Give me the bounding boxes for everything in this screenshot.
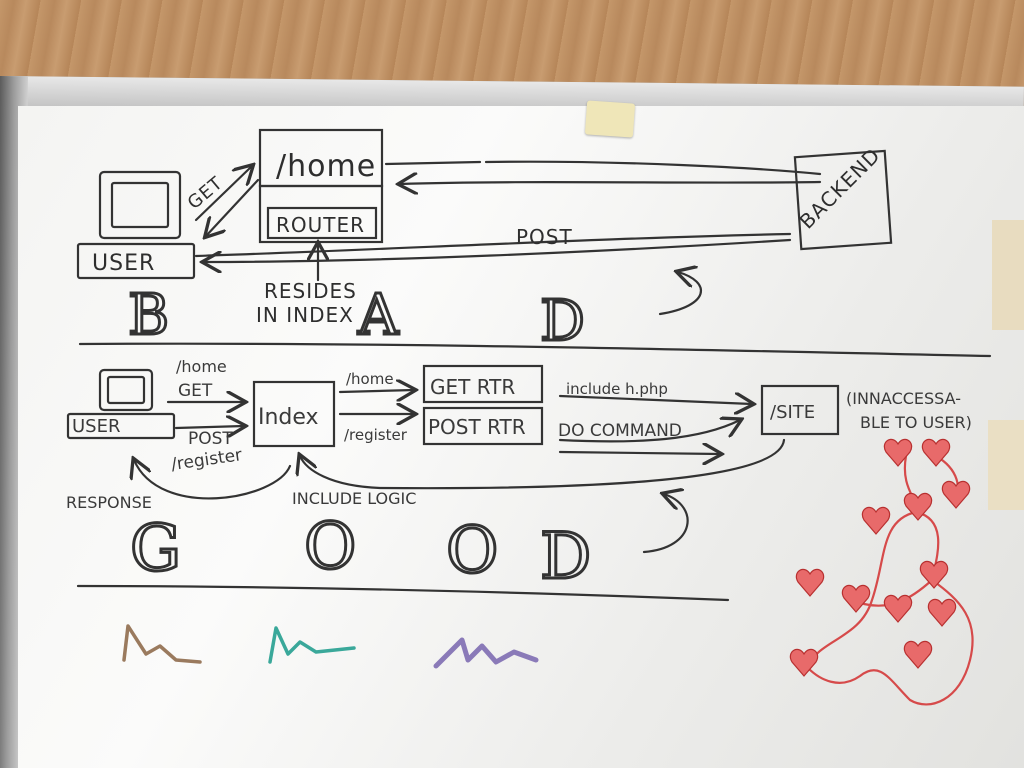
top-curved-arrow xyxy=(658,272,703,316)
post-arrow xyxy=(204,238,792,262)
heart-icon xyxy=(919,560,949,589)
register-route-label: /register xyxy=(344,426,408,444)
do-command-label: DO COMMAND xyxy=(558,421,682,441)
do-command-underline xyxy=(558,452,720,454)
heart-icon xyxy=(903,640,933,669)
get-rtr-label: GET RTR xyxy=(430,375,515,399)
tape-piece-right-lower xyxy=(988,420,1024,510)
register-label-bottom: /register xyxy=(170,445,243,475)
user-label: USER xyxy=(92,251,155,276)
bottom-curved-arrow xyxy=(642,494,689,554)
backend-box xyxy=(793,149,893,251)
post-label-bottom: POST xyxy=(188,429,233,449)
post-rtr-box xyxy=(422,406,544,446)
home-label-bottom: /home xyxy=(176,357,227,376)
inaccessible-note-line2: BLE TO USER) xyxy=(860,413,972,432)
top-diagram xyxy=(76,128,992,358)
heart-icon xyxy=(841,584,871,613)
backend-line-upper xyxy=(484,160,822,176)
grade-letter-o-1: O xyxy=(304,510,356,584)
home-route-arrow xyxy=(338,390,414,392)
grade-letter-a: A xyxy=(357,283,399,348)
get-label-bottom: GET xyxy=(178,381,213,401)
grade-letter-g: G xyxy=(130,512,181,586)
heart-icon xyxy=(903,492,933,521)
vine-stem xyxy=(806,454,918,670)
bottom-labels: USER /home GET POST /register Index /hom… xyxy=(66,357,972,512)
inaccessible-note-line1: (INNACCESSA- xyxy=(846,389,961,408)
include-logic-loop xyxy=(300,438,786,490)
teal-marker-scribble xyxy=(268,626,356,664)
whiteboard-surface xyxy=(18,106,1024,768)
response-label: RESPONSE xyxy=(66,493,152,512)
backend-to-home-arrow xyxy=(400,182,822,184)
include-logic-label: INCLUDE LOGIC xyxy=(292,489,416,508)
home-box-label: /home xyxy=(276,149,376,184)
bottom-diagram xyxy=(66,364,840,602)
include-label: include h.php xyxy=(566,380,668,398)
post-arrow-bottom xyxy=(174,426,244,428)
top-grade-letters: B A D xyxy=(127,282,587,356)
grade-letter-b: B xyxy=(128,283,169,348)
marker-scribbles xyxy=(122,624,539,669)
heart-icon xyxy=(883,594,913,623)
heart-icon xyxy=(795,568,825,597)
grade-letter-o-2: O xyxy=(446,514,498,588)
purple-marker-scribble xyxy=(433,637,539,669)
heart-icon xyxy=(789,648,819,677)
heart-icon xyxy=(861,506,891,535)
response-loop xyxy=(134,460,292,500)
heart-icon xyxy=(921,438,951,467)
user-computer-icon-small xyxy=(66,368,176,440)
heart-icons xyxy=(789,438,971,677)
home-to-backend-line xyxy=(384,160,482,166)
grade-letter-d: D xyxy=(540,289,585,354)
do-command-arrow xyxy=(558,420,740,443)
bottom-separator-line xyxy=(76,584,730,602)
index-box-label: Index xyxy=(258,405,319,430)
index-box xyxy=(252,380,336,448)
router-label: ROUTER xyxy=(276,213,365,237)
get-rtr-box xyxy=(422,364,544,404)
home-route-label: /home xyxy=(346,370,394,388)
top-separator-line xyxy=(78,342,992,358)
post-rtr-label: POST RTR xyxy=(428,415,526,439)
grade-letter-d-bottom: D xyxy=(540,520,591,594)
heart-icon xyxy=(927,598,957,627)
site-box xyxy=(760,384,840,436)
bottom-grade-letters: G O O D xyxy=(129,509,593,596)
user-label-bottom: USER xyxy=(72,416,120,437)
post-label: POST xyxy=(516,225,573,249)
brown-marker-scribble xyxy=(122,624,202,664)
resides-note-line2: IN INDEX xyxy=(256,303,354,327)
router-box xyxy=(266,206,378,240)
user-computer-icon xyxy=(76,170,196,280)
heart-icon xyxy=(883,438,913,467)
post-line-upper xyxy=(194,232,792,258)
response-arrow-top xyxy=(206,178,260,236)
get-arrow xyxy=(194,166,252,222)
site-box-label: /SITE xyxy=(770,402,815,423)
include-arrow xyxy=(558,396,752,404)
heart-icon xyxy=(941,480,971,509)
get-label: GET xyxy=(184,172,228,213)
tape-piece-right xyxy=(992,220,1024,330)
resides-note-line1: RESIDES xyxy=(264,279,357,303)
